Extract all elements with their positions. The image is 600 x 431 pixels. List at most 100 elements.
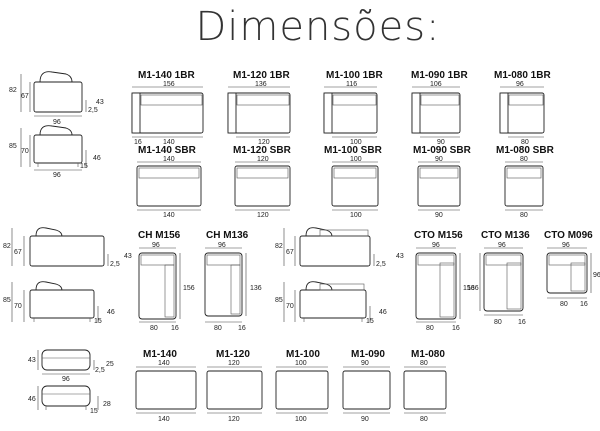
svg-text:CTO M156: CTO M156 (414, 230, 463, 241)
module-m1-140-pouf: M1-140 140 140 (135, 349, 197, 423)
side-8-seat: 28 (103, 401, 111, 408)
svg-text:140: 140 (163, 139, 175, 146)
module-m1-080-sbr: M1-080 SBR 80 80 (496, 145, 555, 219)
svg-text:CH M136: CH M136 (206, 230, 249, 241)
module-m1-120-1br: M1-120 1BR 136 120 (227, 70, 290, 146)
module-m1-140-1br: M1-140 1BR 156 16 140 (131, 70, 204, 146)
module-m1-100-sbr: M1-100 SBR 100 100 (324, 145, 383, 219)
side-2-seat: 70 (21, 148, 29, 155)
module-m1-090-sbr: M1-090 SBR 90 90 (413, 145, 472, 219)
svg-text:16: 16 (171, 325, 179, 332)
svg-text:136: 136 (467, 285, 479, 292)
svg-text:156: 156 (463, 285, 475, 292)
side-4-arm: 46 (107, 309, 115, 316)
svg-text:M1-080 1BR: M1-080 1BR (494, 70, 551, 81)
svg-text:M1-100 SBR: M1-100 SBR (324, 145, 383, 156)
svg-text:156: 156 (163, 81, 175, 88)
side-view-8: 46 28 15 (28, 385, 111, 415)
side-6-leg: 15 (366, 318, 374, 325)
side-view-4: 85 70 15 46 (3, 281, 115, 325)
svg-text:16: 16 (452, 325, 460, 332)
side-view-5: 82 67 2,5 43 (275, 227, 404, 268)
svg-text:96: 96 (516, 81, 524, 88)
svg-text:120: 120 (228, 360, 240, 367)
svg-text:120: 120 (258, 139, 270, 146)
module-cto-m136: CTO M136 96 136 80 16 (467, 230, 530, 326)
module-m1-120-pouf: M1-120 120 120 (206, 349, 263, 423)
side-2-arm: 46 (93, 155, 101, 162)
svg-text:16: 16 (238, 325, 246, 332)
svg-text:116: 116 (346, 81, 357, 88)
svg-text:80: 80 (420, 416, 428, 423)
svg-text:M1-090 SBR: M1-090 SBR (413, 145, 472, 156)
svg-text:106: 106 (430, 81, 442, 88)
side-3-seat: 67 (14, 249, 22, 256)
svg-text:80: 80 (214, 325, 222, 332)
side-1-leg: 2,5 (88, 107, 98, 114)
svg-text:90: 90 (435, 156, 443, 163)
svg-text:M1-090: M1-090 (351, 349, 385, 360)
side-7-leg: 2,5 (95, 367, 105, 374)
module-m1-140-sbr: M1-140 SBR 140 140 (136, 145, 202, 219)
side-4-seat: 70 (14, 303, 22, 310)
svg-text:100: 100 (350, 156, 362, 163)
svg-text:140: 140 (158, 416, 170, 423)
svg-text:16: 16 (580, 301, 588, 308)
side-5-height: 82 (275, 243, 283, 250)
svg-text:100: 100 (350, 139, 362, 146)
module-m1-080-1br: M1-080 1BR 96 80 (494, 70, 551, 146)
side-2-leg: 15 (80, 163, 88, 170)
svg-text:80: 80 (426, 325, 434, 332)
side-4-height: 85 (3, 297, 11, 304)
svg-text:M1-100: M1-100 (286, 349, 320, 360)
svg-text:90: 90 (435, 212, 443, 219)
svg-text:90: 90 (361, 360, 369, 367)
side-8-height: 46 (28, 396, 36, 403)
side-2-depth: 96 (53, 172, 61, 179)
svg-text:140: 140 (163, 156, 175, 163)
side-view-7: 43 25 2,5 96 (28, 349, 114, 383)
svg-text:80: 80 (520, 156, 528, 163)
svg-text:M1-080 SBR: M1-080 SBR (496, 145, 555, 156)
side-7-seat: 25 (106, 361, 114, 368)
svg-text:156: 156 (183, 285, 195, 292)
svg-text:CTO M136: CTO M136 (481, 230, 530, 241)
svg-text:96: 96 (432, 242, 440, 249)
svg-text:80: 80 (521, 139, 529, 146)
svg-text:96: 96 (218, 242, 226, 249)
side-5-seat: 67 (286, 249, 294, 256)
side-6-arm: 46 (379, 309, 387, 316)
svg-text:M1-080: M1-080 (411, 349, 445, 360)
svg-text:80: 80 (560, 301, 568, 308)
svg-text:96: 96 (498, 242, 506, 249)
module-m1-120-sbr: M1-120 SBR 120 120 (233, 145, 292, 219)
svg-text:136: 136 (255, 81, 267, 88)
module-ch-m156: CH M156 96 156 80 16 (138, 230, 195, 332)
svg-text:80: 80 (420, 360, 428, 367)
module-label: M1-140 1BR (138, 70, 195, 81)
svg-text:120: 120 (257, 212, 269, 219)
module-cto-m156: CTO M156 96 156 80 16 (414, 230, 475, 332)
side-1-height: 82 (9, 87, 17, 94)
side-view-2: 85 70 15 46 96 (9, 125, 101, 179)
module-m1-080-pouf: M1-080 80 80 (403, 349, 447, 423)
side-view-6: 85 70 15 46 (275, 281, 387, 325)
svg-text:M1-120: M1-120 (216, 349, 250, 360)
side-2-height: 85 (9, 143, 17, 150)
svg-text:CTO M096: CTO M096 (544, 230, 593, 241)
svg-text:80: 80 (494, 319, 502, 326)
side-1-depth: 96 (53, 119, 61, 126)
svg-text:120: 120 (257, 156, 269, 163)
side-7-height: 43 (28, 357, 36, 364)
side-1-arm: 43 (96, 99, 104, 106)
side-8-leg: 15 (90, 408, 98, 415)
svg-text:M1-140: M1-140 (143, 349, 177, 360)
side-6-height: 85 (275, 297, 283, 304)
svg-text:96: 96 (562, 242, 570, 249)
side-5-leg: 2,5 (376, 261, 386, 268)
svg-text:96: 96 (152, 242, 160, 249)
svg-text:M1-100 1BR: M1-100 1BR (326, 70, 383, 81)
svg-text:100: 100 (295, 360, 307, 367)
page-title: Dimensões: (195, 4, 441, 50)
